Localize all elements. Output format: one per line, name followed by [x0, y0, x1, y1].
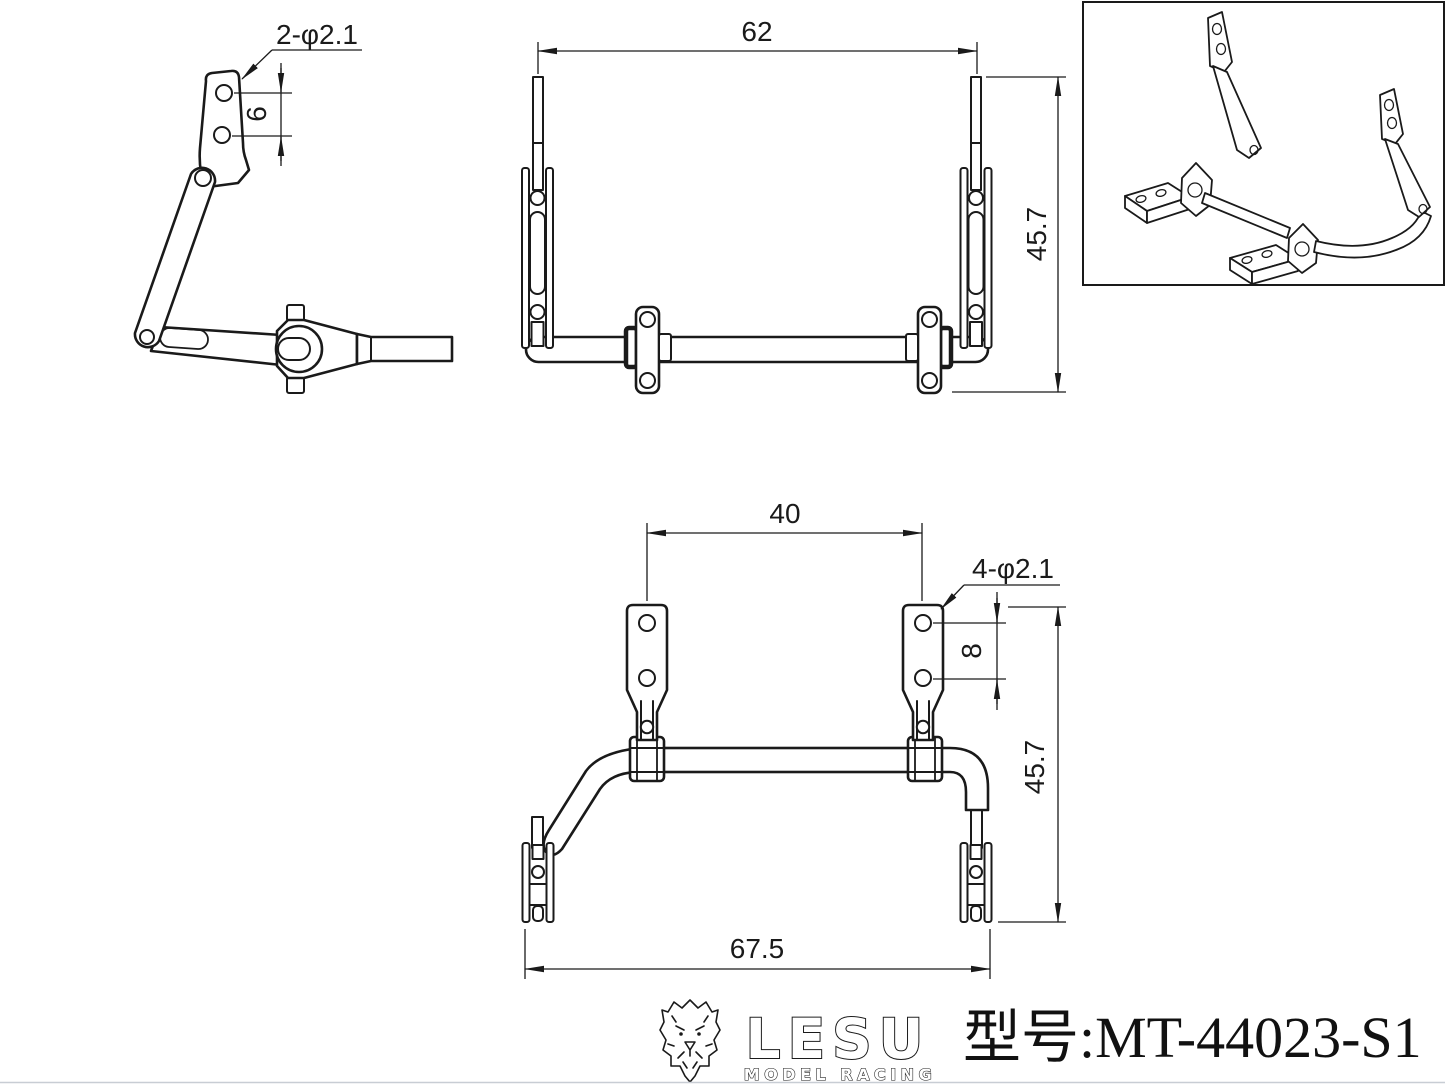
front-view: 62 45.7 [521, 16, 1066, 395]
model-number: 型号:MT-44023-S1 [963, 1005, 1422, 1070]
bar-clamp-right [905, 305, 954, 395]
side-view: 2-φ2.1 6 [133, 19, 454, 394]
top-height-dim: 45.7 [1019, 740, 1050, 795]
top-view-dimensions: 40 4-φ2.1 8 45.7 67.5 [524, 498, 1066, 979]
bar-clamp-left-top [628, 735, 666, 783]
front-height-dim: 45.7 [1021, 207, 1052, 262]
top-bracket-spacing-dim: 40 [769, 498, 800, 529]
side-hole-diameter-label: 2-φ2.1 [276, 19, 358, 50]
brand-subtitle: MODEL RACING [744, 1065, 936, 1084]
top-view: 40 4-φ2.1 8 45.7 67.5 [521, 498, 1066, 979]
brand-name: LESU [746, 1007, 931, 1071]
top-hole-spacing-dim: 8 [956, 643, 987, 659]
brand-logo: LESU MODEL RACING [659, 999, 936, 1084]
front-view-dimensions: 62 45.7 [537, 16, 1066, 393]
top-overall-width-dim: 67.5 [730, 933, 785, 964]
bar-clamp-left [623, 305, 672, 395]
side-view-dimensions: 2-φ2.1 6 [232, 19, 362, 166]
mount-bracket-right [901, 603, 945, 742]
lion-icon [659, 999, 721, 1083]
isometric-view-frame [1082, 1, 1445, 286]
front-width-dim: 62 [741, 16, 772, 47]
isometric-view [1082, 1, 1445, 286]
top-hole-diameter-label: 4-φ2.1 [972, 553, 1054, 584]
mount-bracket-left [625, 603, 669, 742]
side-hole-spacing-dim: 6 [241, 106, 272, 122]
bar-clamp-right-top [906, 735, 944, 783]
